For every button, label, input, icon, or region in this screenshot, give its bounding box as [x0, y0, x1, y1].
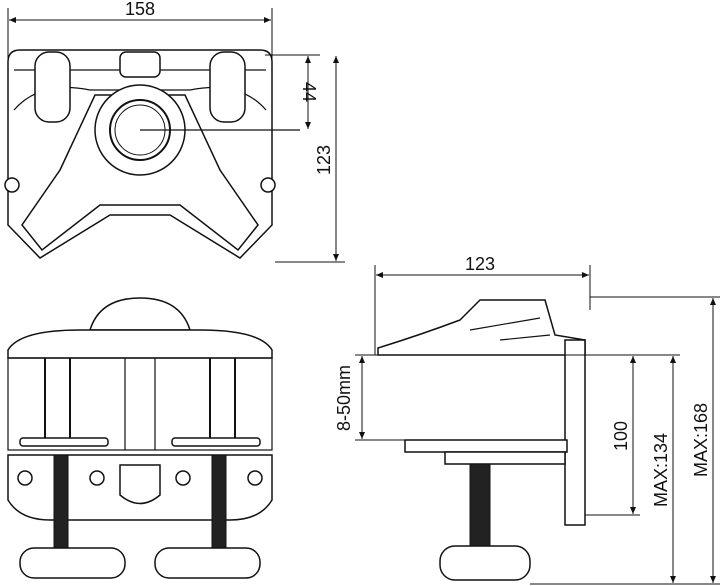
height-100-label: 100	[611, 421, 631, 451]
center-offset-label: 44	[299, 82, 319, 102]
side-view: 123 8-50mm 100 MAX:134 MAX:168	[334, 254, 720, 585]
top-view: 158 44 123	[4, 0, 345, 263]
clamp-range-label: 8-50mm	[334, 365, 354, 431]
depth-dimension-label: 123	[314, 145, 334, 175]
front-view	[7, 297, 273, 579]
width-dimension-label: 158	[125, 0, 155, 19]
max-134-label: MAX:134	[651, 433, 671, 507]
max-168-label: MAX:168	[691, 403, 711, 477]
side-width-label: 123	[465, 254, 495, 274]
